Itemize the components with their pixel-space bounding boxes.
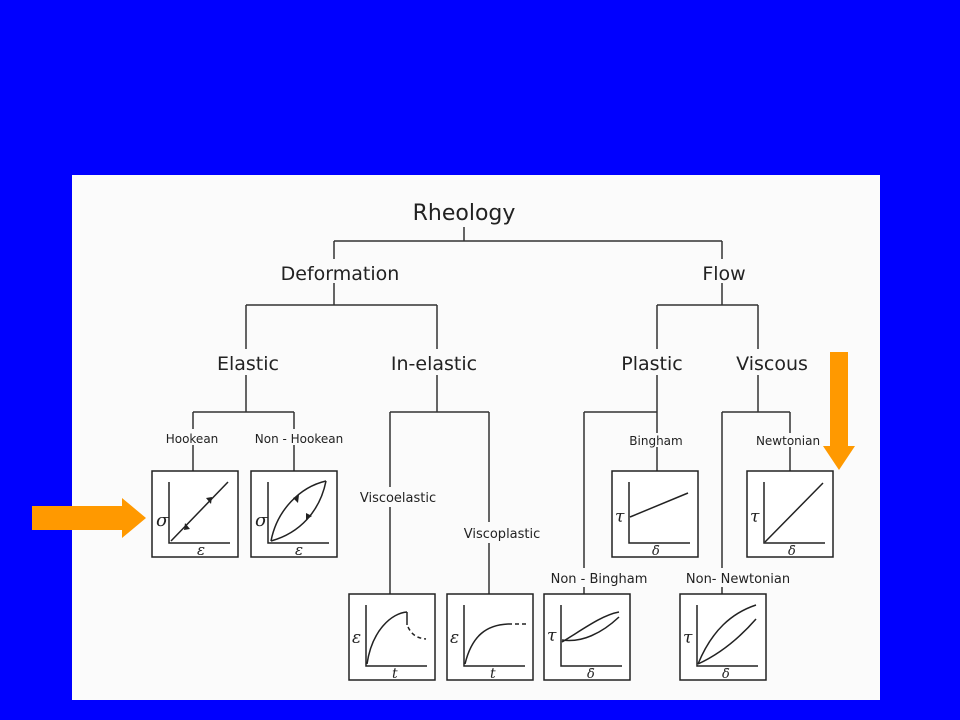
graph-viscoplastic: ε t xyxy=(446,593,534,682)
node-non-hookean: Non - Hookean xyxy=(255,432,343,446)
graph-bingham: τ δ̇ xyxy=(611,470,699,559)
graph-non-bingham: τ δ̇ xyxy=(543,593,631,682)
graph-non-hookean: σ ε xyxy=(250,470,338,559)
axis-y-sigma: σ xyxy=(255,510,268,531)
node-plastic: Plastic xyxy=(621,353,682,375)
axis-x-epsilon: ε xyxy=(295,541,303,559)
node-elastic: Elastic xyxy=(217,353,279,375)
node-inelastic: In-elastic xyxy=(391,353,477,375)
axis-x-epsilon: ε xyxy=(197,541,205,559)
axis-x-shear-rate: δ̇ xyxy=(788,544,796,559)
rheology-classification-diagram: Rheology Deformation Flow Elastic In-ela… xyxy=(151,201,834,682)
node-bingham: Bingham xyxy=(629,434,682,448)
axis-y-tau: τ xyxy=(683,628,693,648)
node-non-bingham: Non - Bingham xyxy=(551,572,648,587)
axis-x-shear-rate: δ̇ xyxy=(652,544,660,559)
graph-hookean: σ ε xyxy=(151,470,239,559)
axis-x-time: t xyxy=(490,666,496,682)
axis-y-tau: τ xyxy=(547,626,557,646)
node-deformation: Deformation xyxy=(281,263,400,285)
axis-x-time: t xyxy=(392,666,398,682)
axis-x-shear-rate: δ̇ xyxy=(587,667,595,682)
axis-y-tau: τ xyxy=(750,507,760,527)
node-hookean: Hookean xyxy=(166,432,219,446)
node-newtonian: Newtonian xyxy=(756,434,820,448)
down-arrow-icon xyxy=(823,352,855,470)
graph-newtonian: τ δ̇ xyxy=(746,470,834,559)
node-rheology: Rheology xyxy=(413,201,516,226)
graph-viscoelastic: ε t xyxy=(348,593,436,682)
axis-x-shear-rate: δ̇ xyxy=(722,667,730,682)
tree-connectors xyxy=(192,227,791,594)
node-viscoelastic: Viscoelastic xyxy=(360,491,436,506)
node-flow: Flow xyxy=(702,263,745,285)
axis-y-epsilon: ε xyxy=(352,628,361,648)
node-viscous: Viscous xyxy=(736,353,808,375)
node-non-newtonian: Non- Newtonian xyxy=(686,572,790,587)
axis-y-tau: τ xyxy=(615,507,625,527)
axis-y-sigma: σ xyxy=(156,510,169,531)
node-viscoplastic: Viscoplastic xyxy=(464,527,541,542)
graph-non-newtonian: τ δ̇ xyxy=(679,593,767,682)
axis-y-epsilon: ε xyxy=(450,628,459,648)
right-arrow-icon xyxy=(32,498,146,538)
